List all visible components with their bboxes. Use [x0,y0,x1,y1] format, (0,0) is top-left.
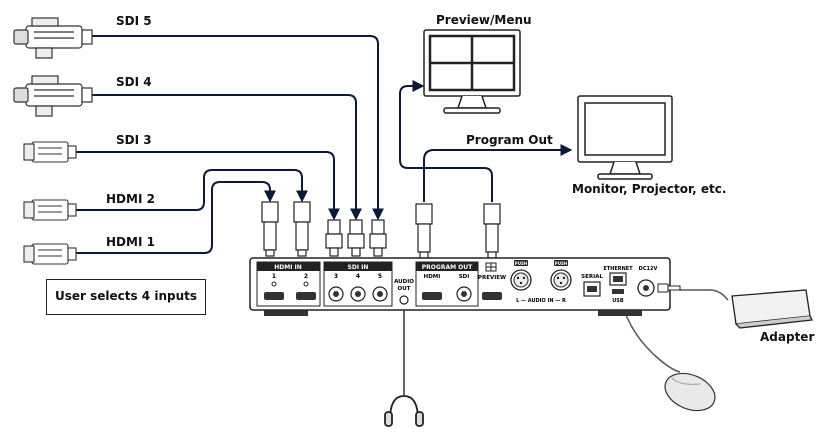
camera-icon [23,243,77,265]
cable-sdi3 [74,151,340,221]
camcorder-icon [13,17,93,59]
panel-sdi-in-5: 5 [378,273,382,280]
headphones-icon [384,395,424,427]
panel-sdi-in-4: 4 [356,273,360,280]
hdmi-plug-icon [483,203,501,259]
monitor-icon [423,29,521,114]
panel-hdmi-in-1: 1 [272,273,276,280]
label-sdi4: SDI 4 [116,75,152,89]
cables [74,35,729,395]
cable-hdmi1 [74,181,276,254]
panel-prog-sdi: SDI [459,274,470,280]
cable-adapter [680,289,729,301]
label-sdi5: SDI 5 [116,14,152,28]
cable-program [423,144,573,202]
power-adapter-icon [731,289,813,329]
label-hdmi1: HDMI 1 [106,235,155,249]
cable-sdi4 [92,94,362,221]
label-preview-menu: Preview/Menu [436,13,532,27]
label-program-out: Program Out [466,133,553,147]
camcorder-icon [13,75,93,117]
panel-push-2: PUSH [555,261,567,266]
hdmi-plug-icon [261,201,279,257]
note-box: User selects 4 inputs [46,279,206,315]
label-sdi3: SDI 3 [116,133,152,147]
panel-push-1: PUSH [515,261,527,266]
label-adapter: Adapter [760,330,815,344]
bnc-plug-icon [369,219,387,257]
cable-sdi5 [92,35,384,221]
panel-ethernet: ETHERNET [603,266,633,272]
panel-preview: PREVIEW [478,275,506,281]
note-text: User selects 4 inputs [54,289,198,303]
panel-sdi-in-3: 3 [334,273,338,280]
camera-icon [23,141,77,163]
panel-usb: USB [612,298,624,304]
panel-hdmi-in: HDMI IN [274,264,302,271]
panel-serial: SERIAL [581,274,603,280]
bnc-plug-icon [347,219,365,257]
bnc-plug-icon [325,219,343,257]
cable-preview [399,80,493,202]
panel-prog-hdmi: HDMI [424,274,441,280]
panel-hdmi-in-2: 2 [304,273,308,280]
label-hdmi2: HDMI 2 [106,192,155,206]
cable-mouse [620,299,681,373]
cable-hdmi2 [74,169,308,211]
panel-dc12v: DC12V [639,266,658,272]
hdmi-plug-icon [293,201,311,257]
hdmi-plug-icon [415,203,433,259]
panel-audio-in: L — AUDIO IN — R [516,298,566,304]
panel-program-out: PROGRAM OUT [422,264,473,271]
mouse-icon [664,372,716,412]
label-monitor: Monitor, Projector, etc. [572,182,727,196]
monitor-icon [577,95,673,180]
panel-sdi-in: SDI IN [348,264,369,271]
camera-icon [23,199,77,221]
